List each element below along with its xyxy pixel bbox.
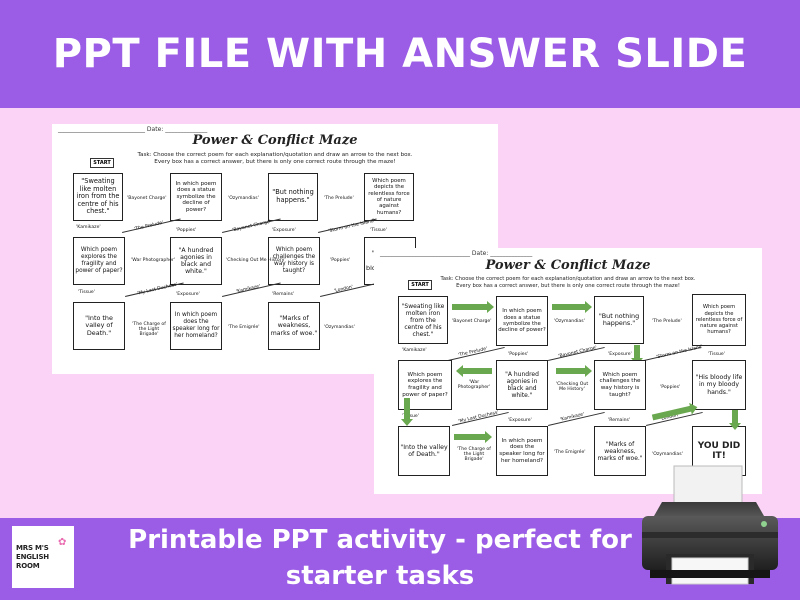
answer-arrow xyxy=(631,345,643,365)
maze-box: Which poem depicts the relentless force … xyxy=(692,294,746,346)
maze-link: 'Exposure' xyxy=(508,418,532,423)
answer-slide: ______________________________ Date: ___… xyxy=(374,248,762,494)
maze-link: 'Remains' xyxy=(608,418,631,423)
maze-link: 'Poppies' xyxy=(660,385,681,390)
top-banner: PPT FILE WITH ANSWER SLIDE xyxy=(0,0,800,108)
maze-box: "Marks of weakness, marks of woe." xyxy=(594,426,646,476)
maze-box: In which poem does a statue symbolize th… xyxy=(496,296,548,346)
date-label: Date: xyxy=(471,250,489,257)
maze-box: Which poem explores the fragility and po… xyxy=(73,237,125,285)
maze-link: 'The Prelude' xyxy=(324,196,354,201)
maze-link: 'Remains' xyxy=(272,292,295,297)
maze-link: 'Tissue' xyxy=(708,352,725,357)
maze-box: "A hundred agonies in black and white." xyxy=(170,237,222,285)
start-sign: START xyxy=(90,158,114,168)
brand-logo: MRS M'S ENGLISH ROOM ✿ xyxy=(12,526,74,588)
date-label: Date: xyxy=(146,126,164,133)
maze-link: 'The Prelude' xyxy=(652,319,682,324)
maze-link: 'Tissue' xyxy=(370,228,387,233)
maze-link: 'Exposure' xyxy=(608,352,632,357)
maze-box: "Marks of weakness, marks of woe." xyxy=(268,302,320,350)
maze-link: 'Kamikaze' xyxy=(402,348,427,353)
maze-box: "A hundred agonies in black and white." xyxy=(496,360,548,410)
answer-arrow xyxy=(556,365,592,377)
maze-link: 'Bayonet Charge' xyxy=(452,319,492,324)
maze-link: 'Kamikaze' xyxy=(559,412,585,423)
maze-link: 'Kamikaze' xyxy=(235,284,261,295)
answer-arrow xyxy=(552,301,592,313)
start-sign: START xyxy=(408,280,432,290)
footer-text: Printable PPT activity - perfect for sta… xyxy=(100,522,660,594)
maze-link: 'Exposure' xyxy=(176,292,200,297)
worksheet-task-2: Every box has a correct answer, but ther… xyxy=(154,159,396,165)
maze-link: 'Poppies' xyxy=(330,258,351,263)
sparkle-icon: ✿ xyxy=(58,537,67,548)
you-did-it-label: YOU DID IT! xyxy=(697,441,741,461)
maze-box: In which poem does the speaker long for … xyxy=(170,302,222,350)
maze-box: "Sweating like molten iron from the cent… xyxy=(398,296,448,344)
logo-line-1: MRS M'S xyxy=(16,543,49,552)
maze-link: 'Tissue' xyxy=(402,414,419,419)
maze-link: 'Storm on the Island' xyxy=(328,218,376,235)
maze-link: 'Checking Out Me History' xyxy=(555,382,589,393)
maze-link: 'My Last Duchess' xyxy=(457,410,500,425)
maze-link: 'Bayonet Charge' xyxy=(557,345,598,360)
maze-link: 'Kamikaze' xyxy=(76,225,101,230)
maze-link: 'Exposure' xyxy=(272,228,296,233)
maze-link: 'Ozymandias' xyxy=(652,452,683,457)
answer-task-2: Every box has a correct answer, but ther… xyxy=(456,283,680,289)
answer-arrow xyxy=(401,398,413,426)
maze-box: "But nothing happens." xyxy=(594,296,644,344)
maze-link: 'Bayonet Charge' xyxy=(127,196,167,201)
footer-line-1: Printable PPT activity - perfect for xyxy=(128,525,632,555)
worksheet-task: Task: Choose the correct poem for each e… xyxy=(137,152,413,158)
date-line: ______________________________ Date: ___… xyxy=(380,250,533,257)
maze-link: 'Checking Out Me History' xyxy=(226,258,286,263)
answer-arrow xyxy=(729,410,741,430)
answer-task: Task: Choose the correct poem for each e… xyxy=(440,276,696,282)
maze-box: "Sweating like molten iron from the cent… xyxy=(73,173,123,221)
banner-title: PPT FILE WITH ANSWER SLIDE xyxy=(52,31,748,77)
maze-link: 'Bayonet Charge' xyxy=(231,219,272,234)
answer-arrow xyxy=(456,365,492,377)
maze-link: 'Poppies' xyxy=(176,228,197,233)
maze-link: 'War Photographer' xyxy=(131,258,176,263)
maze-link: 'My Last Duchess' xyxy=(136,282,179,297)
maze-link: 'Ozymandias' xyxy=(324,325,355,330)
worksheet-title: Power & Conflict Maze xyxy=(192,133,358,148)
maze-link: 'The Emigrée' xyxy=(228,325,260,330)
maze-link: 'The Charge of the Light Brigade' xyxy=(457,447,491,463)
maze-link: 'War Photographer' xyxy=(457,380,491,391)
logo-line-2: ENGLISH ROOM xyxy=(16,552,49,570)
maze-link: 'The Emigrée' xyxy=(554,450,586,455)
maze-box: "His bloody life in my bloody hands." xyxy=(692,360,746,410)
maze-link: 'Storm on the Island' xyxy=(656,344,704,361)
maze-box: "Into the valley of Death." xyxy=(73,302,125,350)
footer-line-2: starter tasks xyxy=(285,561,475,591)
maze-box: "Into the valley of Death." xyxy=(398,426,450,476)
maze-link: 'Tissue' xyxy=(78,290,95,295)
date-line: _____________________________ Date: ____… xyxy=(58,126,208,133)
answer-title: Power & Conflict Maze xyxy=(485,258,651,273)
maze-box: Which poem challenges the way history is… xyxy=(594,360,646,410)
maze-box: "But nothing happens." xyxy=(268,173,318,221)
maze-box: In which poem does the speaker long for … xyxy=(496,426,548,476)
maze-link: 'The Prelude' xyxy=(133,220,164,233)
answer-arrow xyxy=(452,301,494,313)
printer-icon xyxy=(642,465,778,585)
maze-link: 'The Charge of the Light Brigade' xyxy=(132,322,166,338)
maze-link: 'Ozymandias' xyxy=(554,319,585,324)
maze-link: 'London' xyxy=(333,284,354,295)
maze-link: 'The Prelude' xyxy=(457,346,488,359)
maze-link: 'Ozymandias' xyxy=(228,196,259,201)
answer-arrow xyxy=(454,431,492,443)
maze-box: In which poem does a statue symbolize th… xyxy=(170,173,222,221)
maze-box: Which poem challenges the way history is… xyxy=(268,237,320,285)
maze-link: 'Poppies' xyxy=(508,352,529,357)
maze-box: Which poem depicts the relentless force … xyxy=(364,173,414,221)
